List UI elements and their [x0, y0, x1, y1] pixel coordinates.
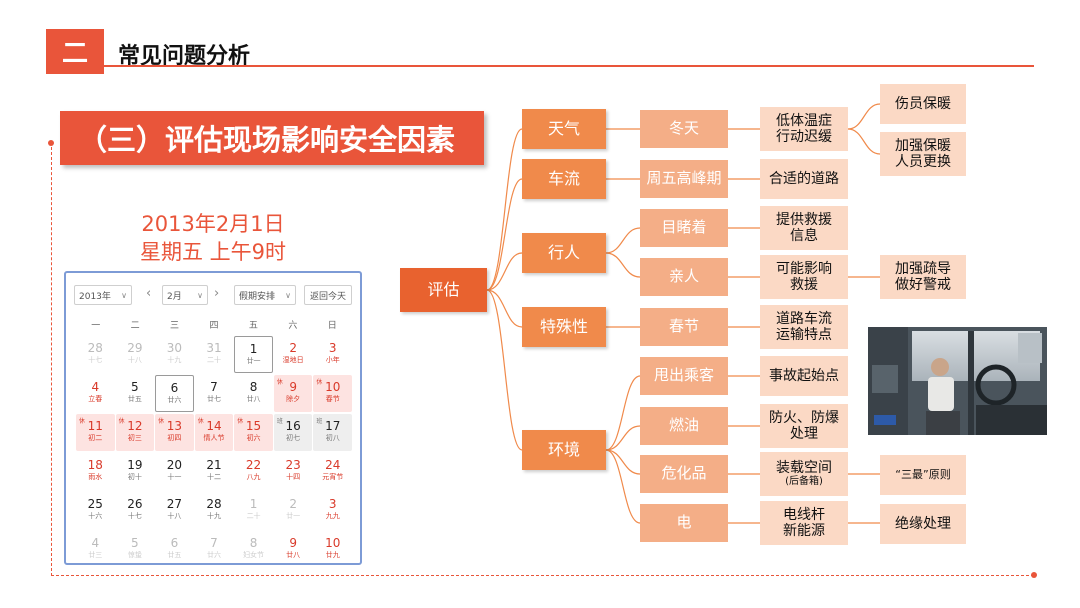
detail-fire-explosion: 防火、防爆 处理 — [760, 404, 848, 448]
action-warm-replace: 加强保暖 人员更换 — [880, 132, 966, 176]
action-line: 加强保暖 — [895, 138, 951, 154]
action-guidance-alert: 加强疏导 做好警戒 — [880, 255, 966, 299]
detail-line: 装载空间 — [776, 460, 832, 476]
sub-spring-festival: 春节 — [640, 308, 728, 346]
detail-line: 事故起始点 — [769, 368, 839, 384]
bus-interior-illustration — [868, 327, 1047, 435]
sub-ejected-passengers: 甩出乘客 — [640, 357, 728, 395]
factor-traffic: 车流 — [522, 159, 606, 199]
detail-hypothermia: 低体温症 行动迟缓 — [760, 107, 848, 151]
detail-line: 电线杆 — [783, 507, 825, 523]
mindmap-root: 评估 — [400, 268, 487, 312]
sub-fuel: 燃油 — [640, 407, 728, 445]
detail-line: 道路车流 — [776, 311, 832, 327]
detail-line: 行动迟缓 — [776, 129, 832, 145]
detail-poles-new-energy: 电线杆 新能源 — [760, 501, 848, 545]
detail-line: 信息 — [790, 228, 818, 244]
action-quote: “三最” — [895, 469, 928, 482]
detail-line: 低体温症 — [776, 113, 832, 129]
factor-environment: 环境 — [522, 430, 606, 470]
sub-hazardous-chemicals: 危化品 — [640, 455, 728, 493]
sub-electricity: 电 — [640, 504, 728, 542]
action-line: 伤员保暖 — [895, 96, 951, 112]
detail-loading-space: 装载空间 (后备箱) — [760, 452, 848, 496]
detail-affect-rescue: 可能影响 救援 — [760, 255, 848, 299]
action-line: 绝缘处理 — [895, 516, 951, 532]
detail-note: (后备箱) — [785, 476, 823, 488]
detail-line: 提供救援 — [776, 212, 832, 228]
detail-line: 防火、防爆 — [769, 410, 839, 426]
sub-relatives: 亲人 — [640, 258, 728, 296]
action-line: 加强疏导 — [895, 261, 951, 277]
bus-interior-photo — [868, 327, 1047, 435]
action-line: 人员更换 — [895, 154, 951, 170]
action-line: 做好警戒 — [895, 277, 951, 293]
detail-line: 处理 — [790, 426, 818, 442]
action-keep-warm: 伤员保暖 — [880, 84, 966, 124]
factor-weather: 天气 — [522, 109, 606, 149]
factor-pedestrian: 行人 — [522, 233, 606, 273]
action-three-most-principle: “三最”原则 — [880, 455, 966, 495]
sub-friday-peak: 周五高峰期 — [640, 160, 728, 198]
detail-accident-origin: 事故起始点 — [760, 356, 848, 396]
detail-line: 运输特点 — [776, 327, 832, 343]
sub-winter: 冬天 — [640, 110, 728, 148]
action-line: 原则 — [929, 469, 951, 482]
detail-line: 救援 — [790, 277, 818, 293]
action-insulation: 绝缘处理 — [880, 504, 966, 544]
sub-witness: 目睹着 — [640, 209, 728, 247]
detail-rescue-info: 提供救援 信息 — [760, 206, 848, 250]
factor-special: 特殊性 — [522, 307, 606, 347]
detail-suitable-road: 合适的道路 — [760, 159, 848, 199]
detail-line: 新能源 — [783, 523, 825, 539]
detail-traffic-features: 道路车流 运输特点 — [760, 305, 848, 349]
detail-line: 可能影响 — [776, 261, 832, 277]
detail-line: 合适的道路 — [769, 171, 839, 187]
